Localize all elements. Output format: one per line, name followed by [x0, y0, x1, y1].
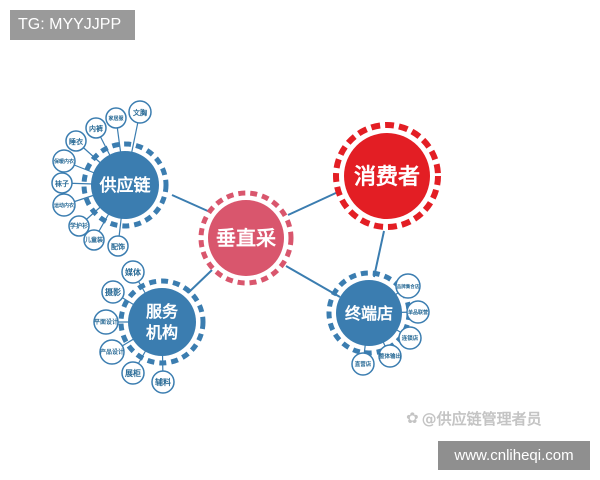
satellite-pajamas: 睡衣 — [65, 130, 87, 152]
satellite-display-cabinet: 展柜 — [121, 361, 145, 385]
consumer-hub — [344, 133, 430, 219]
satellite-accessories: 配饰 — [107, 235, 129, 257]
svg-text:摄影: 摄影 — [105, 287, 121, 297]
svg-text:直营店: 直营店 — [355, 360, 372, 368]
satellite-brand-store: 品牌集合店 — [395, 273, 421, 299]
line-center-store — [285, 265, 341, 298]
store-hub — [336, 280, 402, 346]
svg-text:产品设计: 产品设计 — [100, 348, 124, 356]
satellite-student: 学护衫 — [68, 215, 90, 237]
svg-text:文胸: 文胸 — [133, 108, 147, 117]
service-hub — [128, 288, 196, 356]
svg-text:媒体: 媒体 — [124, 267, 142, 277]
website-overlay: www.cnliheqi.com — [438, 441, 590, 470]
satellite-sports: 运动内衣 — [52, 193, 76, 217]
satellite-direct-store: 直营店 — [351, 352, 375, 376]
watermark: ✿ @供应链管理者员 — [406, 407, 542, 429]
satellite-graphic-design: 平面设计 — [93, 309, 119, 335]
svg-text:保暖内衣: 保暖内衣 — [53, 158, 74, 165]
line-center-service — [187, 269, 213, 294]
svg-text:辅料: 辅料 — [155, 377, 171, 387]
svg-text:平面设计: 平面设计 — [94, 318, 118, 326]
satellite-thermal: 保暖内衣 — [52, 149, 76, 173]
line-center-consumer — [287, 191, 339, 216]
svg-text:家居服: 家居服 — [108, 115, 124, 122]
watermark-flower-icon: ✿ — [406, 409, 419, 427]
store-hub-label: 终端店 — [345, 304, 393, 323]
svg-text:单品联营: 单品联营 — [408, 309, 428, 316]
consumer-cluster: 消费者 — [333, 122, 441, 230]
satellite-single-product: 单品联营 — [406, 300, 430, 324]
satellite-product-design: 产品设计 — [99, 339, 125, 365]
consumer-dashed-ring — [333, 122, 441, 230]
service-hub-label-line2: 机构 — [146, 323, 178, 342]
supply-satellites: 内裤 文胸 家居服 睡衣 保暖内衣 袜子 运动内衣 学护衫 儿童装 配饰 — [51, 100, 152, 257]
supply-hub-label: 供应链 — [99, 175, 152, 196]
satellite-materials: 辅料 — [151, 370, 175, 394]
satellite-kids: 儿童装 — [83, 229, 105, 251]
svg-text:品牌集合店: 品牌集合店 — [397, 283, 420, 290]
center-hub-label: 垂直采 — [216, 226, 276, 250]
center-cluster: 垂直采 — [198, 190, 294, 286]
service-satellites: 媒体 摄影 平面设计 产品设计 展柜 辅料 — [93, 260, 175, 394]
line-consumer-store — [373, 230, 385, 278]
svg-text:配饰: 配饰 — [111, 242, 125, 251]
center-hub — [208, 200, 284, 276]
satellite-chain-store: 连锁店 — [398, 326, 422, 350]
center-dashed-ring — [198, 190, 294, 286]
line-center-supply — [171, 194, 211, 213]
supply-dashed-ring — [81, 141, 169, 229]
svg-text:袜子: 袜子 — [54, 179, 69, 188]
satellite-bra: 文胸 — [128, 100, 152, 124]
svg-text:学护衫: 学护衫 — [70, 222, 88, 230]
satellite-homewear: 家居服 — [105, 107, 127, 129]
satellite-underwear: 内裤 — [85, 117, 107, 139]
consumer-hub-label: 消费者 — [354, 165, 420, 190]
satellite-whole-output: 整体输出 — [378, 344, 402, 368]
connector-lines — [171, 191, 385, 298]
service-cluster: 服务 机构 媒体 摄影 平面设计 产品设计 展柜 辅料 — [93, 260, 206, 394]
svg-text:运动内衣: 运动内衣 — [54, 202, 74, 209]
svg-text:连锁店: 连锁店 — [402, 334, 419, 342]
store-cluster: 终端店 品牌集合店 单品联营 连锁店 整体输出 直营店 — [326, 270, 430, 376]
svg-text:内裤: 内裤 — [89, 124, 103, 133]
svg-text:整体输出: 整体输出 — [379, 352, 402, 360]
watermark-text: @供应链管理者员 — [421, 409, 542, 428]
satellite-socks: 袜子 — [51, 172, 73, 194]
service-dashed-ring — [118, 278, 206, 366]
store-satellites: 品牌集合店 单品联营 连锁店 整体输出 直营店 — [351, 273, 430, 376]
satellite-photo: 摄影 — [101, 280, 125, 304]
service-hub-label-line1: 服务 — [146, 302, 179, 321]
tg-overlay: TG: MYYJJPP — [10, 10, 135, 40]
satellite-media: 媒体 — [121, 260, 145, 284]
supply-cluster: 供应链 内裤 文胸 家居服 睡衣 保暖内衣 袜子 运动内衣 学护衫 儿童装 配饰 — [51, 100, 169, 257]
svg-text:展柜: 展柜 — [124, 368, 141, 378]
supply-hub — [91, 151, 159, 219]
svg-text:睡衣: 睡衣 — [69, 137, 84, 146]
svg-text:儿童装: 儿童装 — [84, 236, 103, 244]
